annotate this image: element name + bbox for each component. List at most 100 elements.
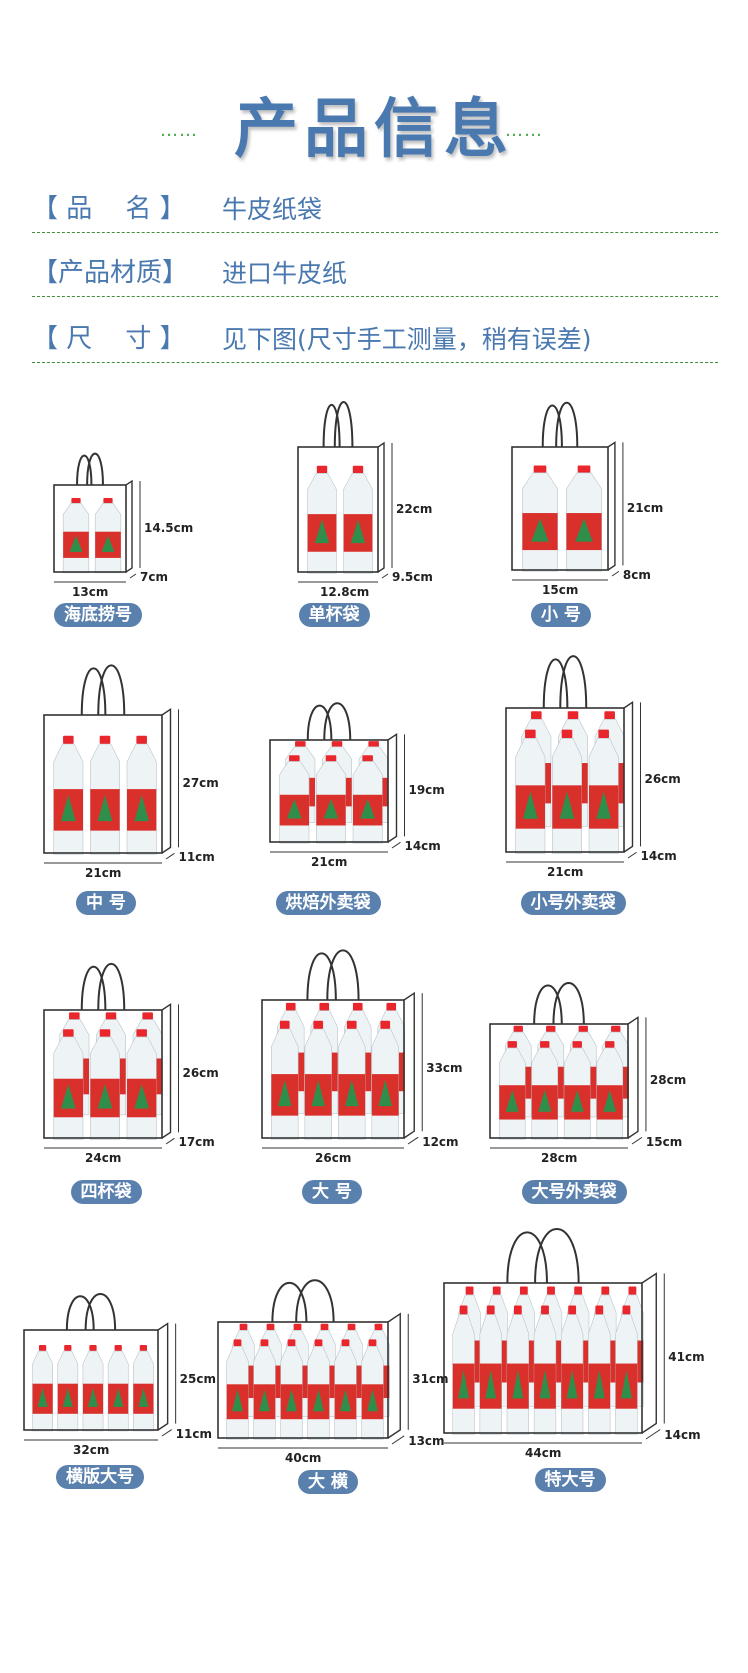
handle-icon — [506, 1231, 548, 1284]
product-name-badge: 四杯袋 — [70, 1180, 142, 1204]
height-label: 26cm — [182, 1066, 219, 1080]
water-bottle-icon — [504, 1025, 532, 1118]
bag-side — [125, 479, 133, 573]
water-bottle-icon — [594, 1286, 617, 1407]
water-bottle-icon — [304, 1020, 332, 1140]
handle-icon — [559, 655, 588, 709]
depth-label: 14cm — [664, 1428, 701, 1443]
product-name-badge: 小号外卖袋 — [520, 891, 626, 915]
bag-front — [261, 999, 405, 1139]
bag-side — [377, 441, 385, 573]
water-bottle-icon — [53, 735, 84, 855]
width-label: 26cm — [315, 1151, 352, 1165]
handle-icon — [533, 984, 563, 1025]
bag-side — [387, 1312, 401, 1439]
water-bottle-icon — [259, 1323, 282, 1417]
bag-side — [157, 1322, 169, 1431]
bag-front — [505, 707, 625, 853]
handle-icon — [326, 949, 360, 1001]
water-bottle-icon — [515, 729, 546, 854]
product-name-badge: 大 横 — [298, 1470, 358, 1494]
water-bottle-icon — [90, 1029, 120, 1140]
bag-side — [161, 1003, 172, 1139]
info-row-material: 【产品材质】 进口牛皮纸 — [32, 252, 718, 297]
handle-icon — [534, 1228, 580, 1284]
water-bottle-icon — [285, 741, 316, 823]
handle-icon — [306, 704, 333, 741]
water-bottle-icon — [377, 1002, 405, 1114]
bag-side — [607, 441, 616, 571]
handle-icon — [333, 401, 354, 448]
water-bottle-icon — [271, 1020, 299, 1140]
water-bottle-icon — [344, 1002, 372, 1114]
water-bottle-icon — [588, 729, 619, 854]
handle-icon — [76, 454, 93, 486]
water-bottle-icon — [57, 1345, 79, 1432]
depth-label: 13cm — [408, 1433, 445, 1448]
water-bottle-icon — [522, 465, 558, 572]
bag-side — [161, 708, 172, 854]
handle-icon — [65, 1295, 95, 1331]
depth-label: 7cm — [140, 570, 168, 584]
width-label: 21cm — [547, 865, 584, 879]
handle-icon — [555, 401, 579, 448]
water-bottle-icon — [343, 465, 373, 574]
handle-icon — [295, 1279, 335, 1323]
divider — [32, 362, 718, 363]
width-label: 13cm — [72, 585, 109, 599]
depth-label: 17cm — [178, 1135, 215, 1150]
water-bottle-icon — [226, 1339, 249, 1440]
bag-front — [511, 446, 609, 571]
bag-front — [269, 739, 389, 843]
info-label: 【 品 名 】 — [32, 194, 186, 224]
height-label: 14.5cm — [144, 520, 194, 535]
depth-label: 9.5cm — [392, 570, 433, 584]
water-bottle-icon — [107, 1345, 129, 1432]
info-row-name: 【 品 名 】 牛皮纸袋 — [32, 188, 718, 233]
handle-icon — [97, 664, 126, 716]
width-label: 24cm — [85, 1151, 122, 1165]
water-bottle-icon — [340, 1323, 363, 1417]
info-label: 【产品材质】 — [32, 258, 189, 288]
depth-label: 8cm — [622, 567, 651, 582]
bag-side — [641, 1272, 657, 1434]
water-bottle-icon — [132, 1012, 163, 1116]
product-name-badge: 大号外卖袋 — [521, 1180, 627, 1204]
water-bottle-icon — [316, 755, 346, 844]
water-bottle-icon — [280, 1339, 303, 1440]
bag-front — [297, 446, 379, 573]
width-label: 44cm — [525, 1446, 562, 1460]
water-bottle-icon — [521, 711, 552, 827]
handle-icon — [541, 404, 563, 448]
width-label: 28cm — [541, 1151, 578, 1165]
height-label: 28cm — [649, 1073, 687, 1087]
water-bottle-icon — [307, 1339, 330, 1440]
handle-icon — [84, 1293, 117, 1331]
water-bottle-icon — [62, 498, 90, 574]
water-bottle-icon — [53, 1029, 84, 1140]
height-label: 25cm — [179, 1372, 216, 1386]
depth-label: 11cm — [175, 1426, 212, 1441]
bag-front — [53, 484, 127, 573]
handle-icon — [323, 702, 352, 741]
water-bottle-icon — [596, 1041, 624, 1140]
depth-label: 14cm — [640, 849, 677, 864]
water-bottle-icon — [126, 735, 157, 855]
divider — [32, 232, 718, 233]
water-bottle-icon — [96, 1012, 126, 1116]
water-bottle-icon — [539, 1286, 563, 1407]
bag-front — [43, 1009, 163, 1139]
water-bottle-icon — [537, 1025, 565, 1118]
water-bottle-icon — [563, 1041, 591, 1140]
width-label: 12.8cm — [320, 585, 370, 599]
divider — [32, 296, 718, 297]
